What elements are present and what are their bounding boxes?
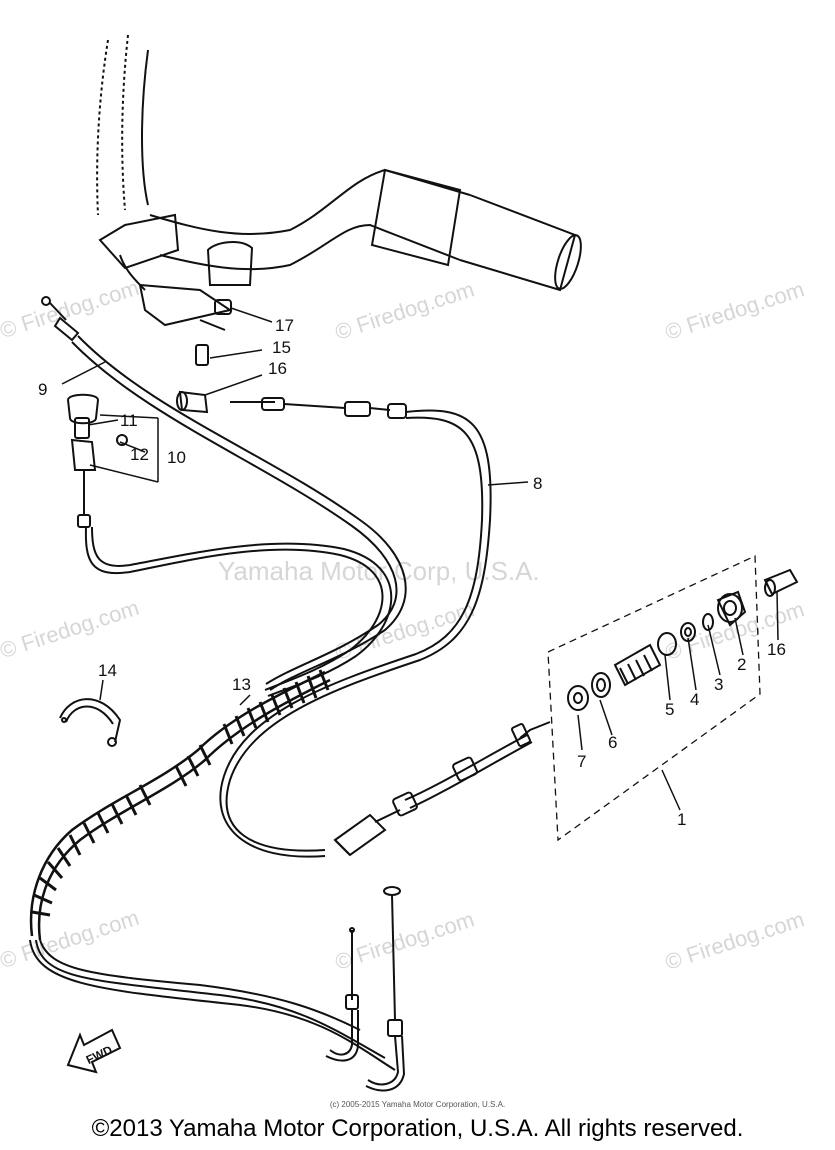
label-17: 17 [275, 316, 294, 335]
assembly-1-box [547, 554, 761, 842]
label-12: 12 [130, 445, 149, 464]
label-7: 7 [577, 752, 586, 771]
watermark-firedog: © Firedog.com [662, 906, 807, 974]
watermark-firedog: © Firedog.com [0, 595, 142, 663]
watermark-firedog: © Firedog.com [0, 275, 142, 343]
cable-8 [219, 397, 492, 858]
label-14: 14 [98, 661, 117, 680]
label-6: 6 [608, 733, 617, 752]
label-16-top: 16 [268, 359, 287, 378]
cable-9 [41, 296, 407, 691]
label-4: 4 [690, 690, 699, 709]
watermark-firedog: © Firedog.com [332, 276, 477, 344]
spiral-wrap-13 [29, 669, 396, 1071]
fwd-arrow: FWD [66, 1028, 122, 1074]
label-5: 5 [665, 700, 674, 719]
label-3: 3 [714, 675, 723, 694]
part-labels: 17 15 16 9 11 12 10 8 14 13 7 6 5 4 3 2 … [38, 316, 786, 829]
label-15: 15 [272, 338, 291, 357]
clamp-14 [59, 698, 122, 747]
watermark-firedog: © Firedog.com [332, 906, 477, 974]
watermarks: © Firedog.com © Firedog.com © Firedog.co… [0, 275, 807, 975]
label-8: 8 [533, 474, 542, 493]
adjuster-parts-upper [176, 299, 232, 414]
handlebar [96, 34, 582, 327]
watermark-firedog: © Firedog.com [332, 596, 477, 664]
label-10: 10 [167, 448, 186, 467]
cable-10 [66, 393, 393, 697]
label-11: 11 [120, 411, 138, 430]
label-9: 9 [38, 380, 47, 399]
assembly-1-parts [333, 568, 799, 857]
small-credit-line: (c) 2005-2015 Yamaha Motor Corporation, … [329, 1100, 506, 1109]
label-1: 1 [677, 810, 686, 829]
label-16-right: 16 [767, 640, 786, 659]
lower-cable-ends [325, 886, 406, 1092]
label-13: 13 [232, 675, 251, 694]
watermark-firedog: © Firedog.com [662, 276, 807, 344]
copyright-notice: ©2013 Yamaha Motor Corporation, U.S.A. A… [91, 1115, 744, 1142]
label-2: 2 [737, 655, 746, 674]
leader-lines [61, 307, 779, 811]
watermark-firedog: © Firedog.com [0, 905, 142, 973]
